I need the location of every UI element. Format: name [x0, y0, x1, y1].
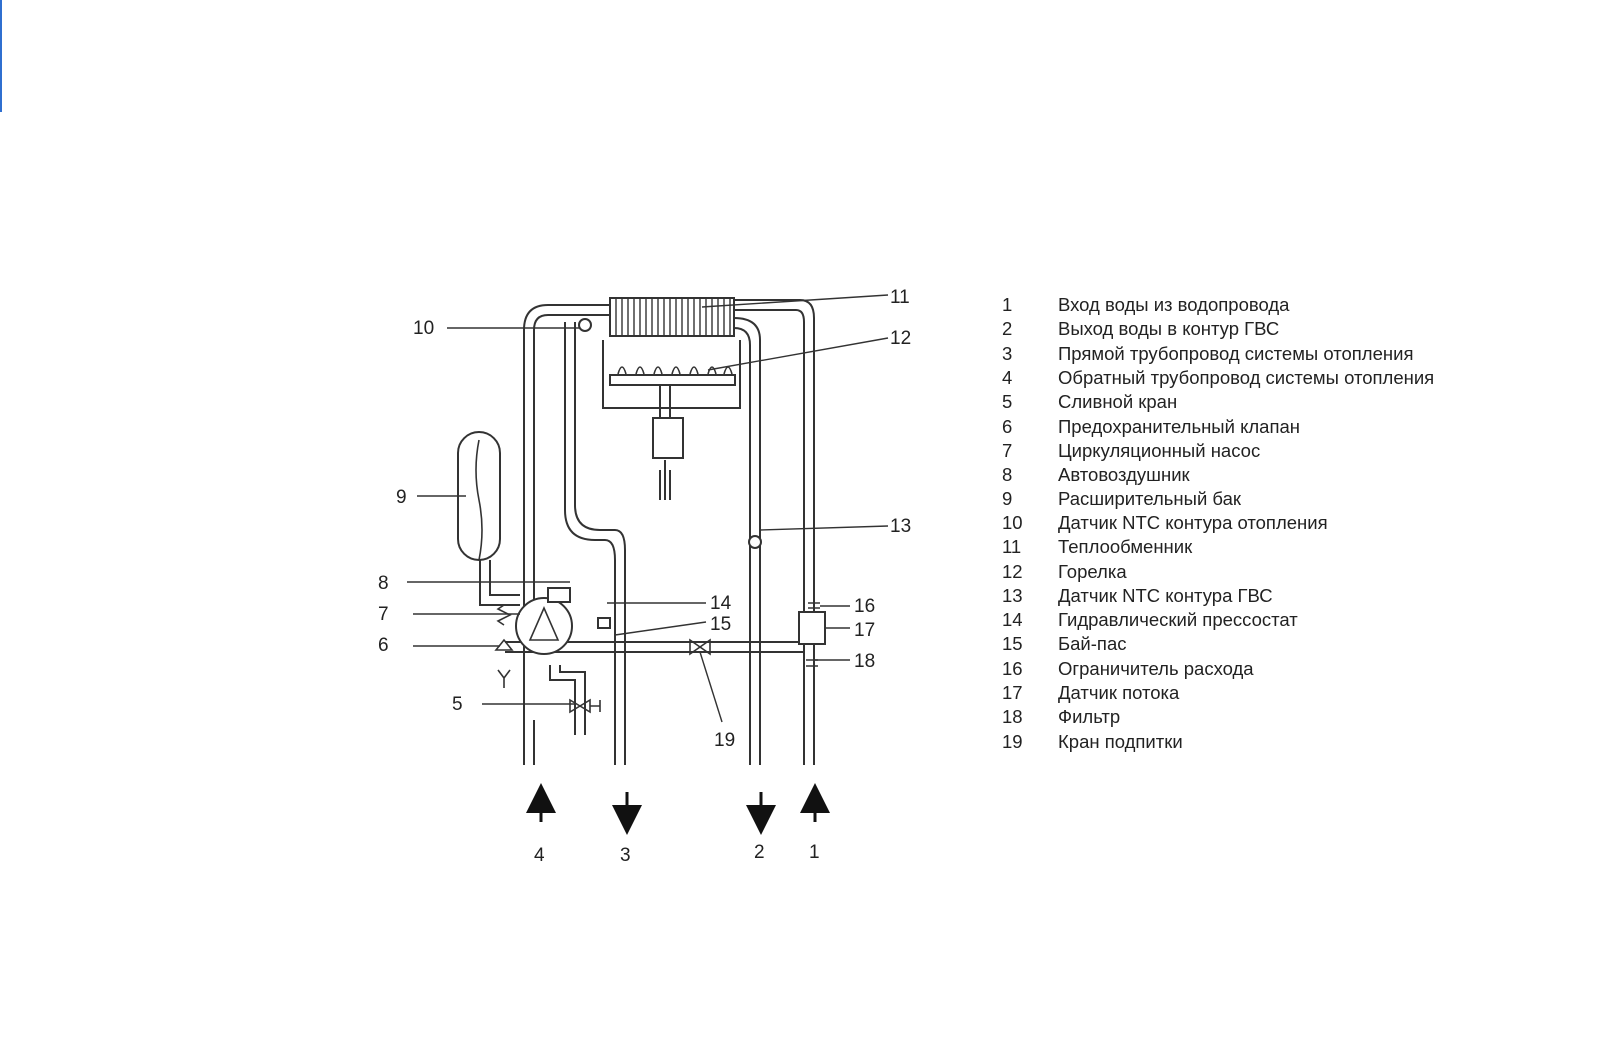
callout-8: 8 [378, 573, 389, 594]
heat-exchanger-icon [609, 297, 735, 337]
callout-labels: 11 12 10 9 13 8 7 6 5 14 15 16 17 18 19 … [378, 287, 911, 866]
legend-num: 16 [1002, 658, 1023, 679]
legend-num: 8 [1002, 464, 1012, 485]
legend-num: 4 [1002, 367, 1012, 388]
legend-text: Горелка [1058, 561, 1127, 582]
callout-19: 19 [714, 730, 735, 751]
legend-num: 2 [1002, 318, 1012, 339]
filter-icon [806, 659, 818, 667]
port-3-label: 3 [620, 845, 631, 866]
burner-icon [609, 374, 736, 386]
legend-text: Гидравлический прессостат [1058, 609, 1298, 630]
flow-sensor-icon [798, 611, 826, 645]
legend-text: Вход воды из водопровода [1058, 294, 1290, 315]
legend-num: 1 [1002, 294, 1012, 315]
legend-text: Предохранительный клапан [1058, 416, 1300, 437]
legend-text: Выход воды в контур ГВС [1058, 318, 1279, 339]
legend-num: 18 [1002, 706, 1023, 727]
gas-valve-icon [652, 417, 684, 459]
callout-15: 15 [710, 614, 731, 635]
components [457, 297, 826, 655]
legend-num: 10 [1002, 512, 1023, 533]
legend-text: Циркуляционный насос [1058, 440, 1260, 461]
callout-14: 14 [710, 593, 732, 614]
legend-num: 3 [1002, 343, 1012, 364]
safety-valve-icon [494, 604, 514, 651]
legend-num: 9 [1002, 488, 1012, 509]
callout-12: 12 [890, 328, 911, 349]
pump-triangle-icon [528, 606, 560, 641]
legend-num: 19 [1002, 731, 1023, 752]
legend-num: 5 [1002, 391, 1012, 412]
drain-valve-icon [569, 698, 601, 714]
callout-17: 17 [854, 620, 875, 641]
port-4-label: 4 [534, 845, 545, 866]
air-vent-icon [547, 587, 571, 603]
callout-10: 10 [413, 318, 434, 339]
callout-11: 11 [890, 287, 910, 308]
legend-text: Автовоздушник [1058, 464, 1191, 485]
callout-13: 13 [890, 516, 911, 537]
callout-7: 7 [378, 604, 389, 625]
callout-18: 18 [854, 651, 875, 672]
legend-num: 12 [1002, 561, 1023, 582]
legend-text: Теплообменник [1058, 536, 1193, 557]
edge-marker [0, 0, 2, 112]
callout-9: 9 [396, 487, 407, 508]
legend-text: Датчик потока [1058, 682, 1180, 703]
port-2-label: 2 [754, 842, 765, 863]
filling-valve-icon [689, 638, 711, 656]
legend-text: Кран подпитки [1058, 731, 1183, 752]
legend-text: Ограничитель расхода [1058, 658, 1254, 679]
legend-text: Бай-пас [1058, 633, 1126, 654]
legend-text: Датчик NTC контура отопления [1058, 512, 1328, 533]
heating-ntc-sensor-icon [578, 318, 592, 332]
legend-num: 11 [1002, 536, 1021, 557]
heat-exchanger-fins [615, 298, 731, 336]
legend-num: 15 [1002, 633, 1023, 654]
leader-lines [407, 294, 889, 723]
port-1-label: 1 [809, 842, 820, 863]
legend-num: 7 [1002, 440, 1012, 461]
legend-text: Датчик NTC контура ГВС [1058, 585, 1273, 606]
port-arrows [526, 783, 830, 835]
callout-6: 6 [378, 635, 389, 656]
callout-16: 16 [854, 596, 875, 617]
legend-num: 14 [1002, 609, 1023, 630]
dhw-ntc-sensor-icon [748, 535, 762, 549]
burner-flames [475, 366, 820, 714]
legend-text: Сливной кран [1058, 391, 1177, 412]
callout-5: 5 [452, 694, 463, 715]
legend-text: Расширительный бак [1058, 488, 1242, 509]
flow-limiter-icon [808, 602, 820, 609]
legend-text: Прямой трубопровод системы отопления [1058, 343, 1413, 364]
legend-text: Обратный трубопровод системы отопления [1058, 367, 1434, 388]
legend-num: 13 [1002, 585, 1023, 606]
legend-num: 6 [1002, 416, 1012, 437]
legend-text: Фильтр [1058, 706, 1120, 727]
legend: 1 Вход воды из водопровода 2 Выход воды … [1002, 294, 1434, 752]
pressure-switch-icon [597, 617, 611, 629]
legend-num: 17 [1002, 682, 1023, 703]
pipes [479, 299, 815, 765]
